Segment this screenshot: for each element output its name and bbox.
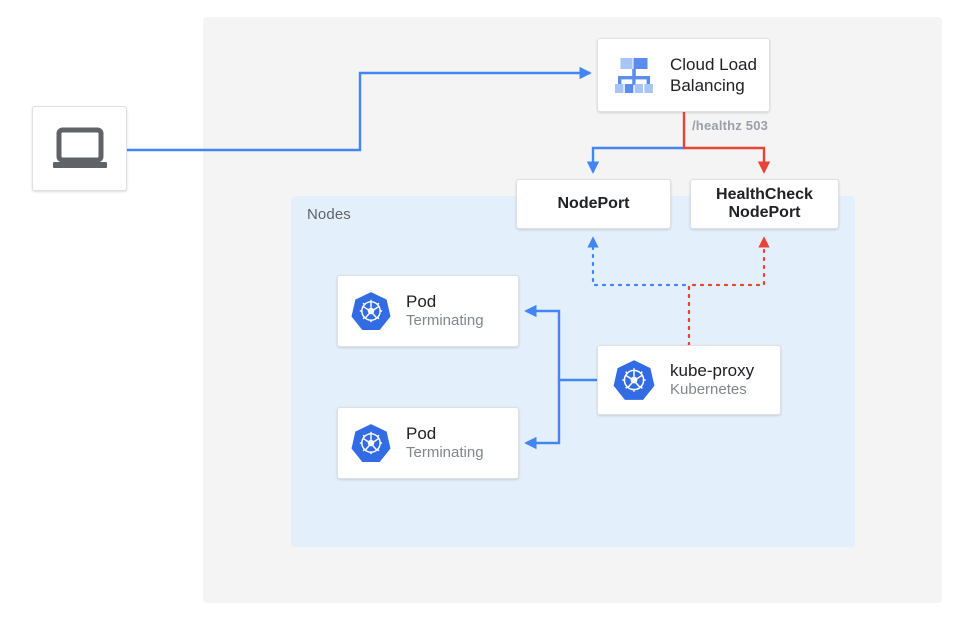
kubernetes-icon xyxy=(613,360,655,400)
healthcheck-nodeport-label-line2: NodePort xyxy=(728,204,801,221)
nodeport-label: NodePort xyxy=(557,195,630,212)
pod-status-2: Terminating xyxy=(406,444,484,462)
kubernetes-icon xyxy=(351,292,391,330)
client-node[interactable] xyxy=(32,106,127,191)
healthcheck-nodeport-node[interactable]: HealthCheck NodePort xyxy=(690,179,839,229)
pod-title-1: Pod xyxy=(406,292,437,311)
cloud-load-balancing-node[interactable]: Cloud Load Balancing xyxy=(597,38,770,112)
healthcheck-nodeport-label-line1: HealthCheck xyxy=(716,186,813,203)
nodes-panel-label: Nodes xyxy=(307,206,351,223)
cloud-load-balancing-icon xyxy=(615,58,653,93)
kube-proxy-node[interactable]: kube-proxy Kubernetes xyxy=(597,345,781,415)
cloud-load-balancing-title-line2: Balancing xyxy=(670,76,745,95)
healthz-edge-label: /healthz 503 xyxy=(692,118,769,133)
pod-title-2: Pod xyxy=(406,424,437,443)
pod-node-2[interactable]: Pod Terminating xyxy=(337,407,519,479)
laptop-icon xyxy=(52,127,107,168)
nodeport-node[interactable]: NodePort xyxy=(516,179,671,229)
pod-node-1[interactable]: Pod Terminating xyxy=(337,275,519,347)
pod-status-1: Terminating xyxy=(406,312,484,330)
kube-proxy-subtitle: Kubernetes xyxy=(670,381,747,399)
kubernetes-icon xyxy=(351,424,391,462)
kube-proxy-title: kube-proxy xyxy=(670,361,755,380)
cloud-load-balancing-title-line1: Cloud Load xyxy=(670,54,757,74)
